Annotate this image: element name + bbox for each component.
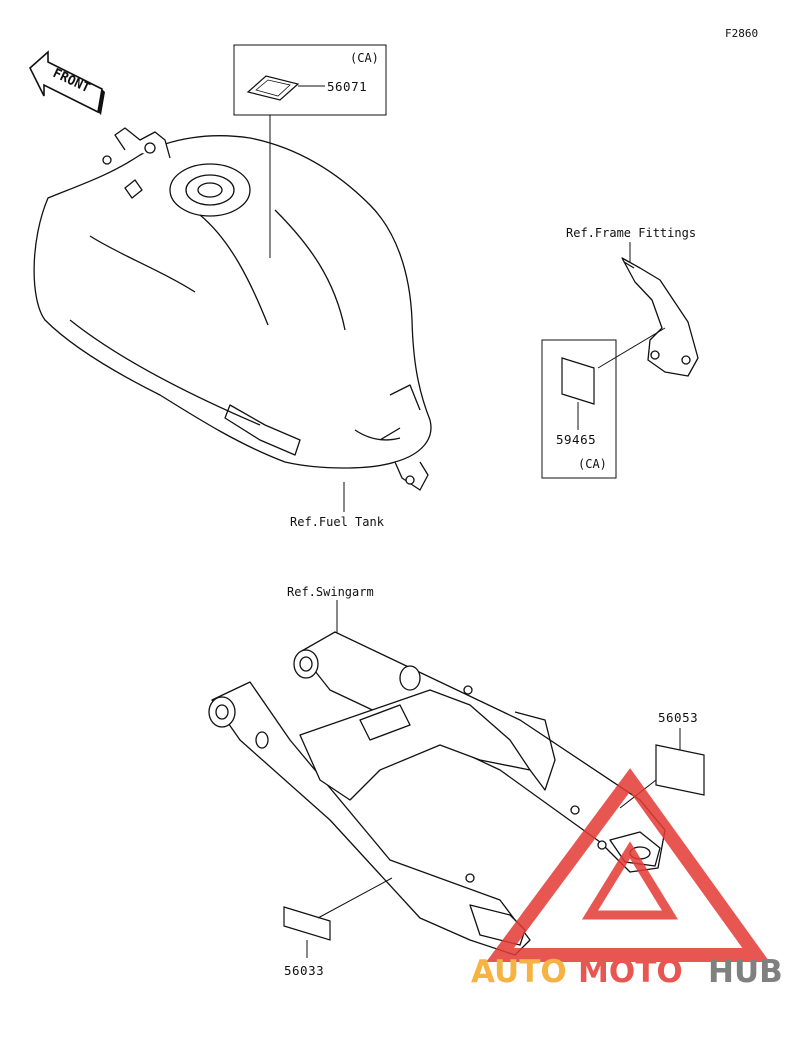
part-56071-note: (CA) — [350, 51, 379, 65]
watermark-text-auto: AUTO — [471, 954, 567, 990]
part-number-56071: 56071 — [327, 79, 367, 94]
figure-code: F2860 — [725, 27, 758, 40]
part-number-59465: 59465 — [556, 432, 596, 447]
part-59465-note: (CA) — [578, 457, 607, 471]
fuel-tank-drawing — [33, 127, 432, 491]
sticker-59465 — [561, 357, 595, 405]
watermark-triangle-icon — [486, 768, 770, 962]
ref-swingarm: Ref.Swingarm — [287, 585, 374, 599]
part-number-56033: 56033 — [284, 963, 324, 978]
label-56053-callout: 56053 — [619, 710, 705, 809]
label-59465-callout: 59465 (CA) — [541, 327, 666, 479]
label-56071-callout: (CA) 56071 — [233, 44, 387, 258]
sticker-56033 — [283, 906, 331, 941]
watermark-text-moto: MOTO — [578, 954, 683, 990]
watermark-text-hub: HUB — [708, 954, 783, 990]
part-number-56053: 56053 — [658, 710, 698, 725]
ref-frame-fittings: Ref.Frame Fittings — [566, 226, 696, 240]
sticker-56053 — [655, 744, 705, 796]
front-arrow-icon: FRONT — [29, 50, 105, 115]
automotohub-watermark: AUTO MOTO HUB — [471, 768, 783, 990]
label-56033-callout: 56033 — [283, 877, 393, 978]
frame-bracket-drawing — [621, 257, 699, 377]
swingarm-drawing — [208, 631, 666, 956]
ref-fuel-tank: Ref.Fuel Tank — [290, 515, 385, 529]
sticker-56071 — [246, 75, 300, 101]
